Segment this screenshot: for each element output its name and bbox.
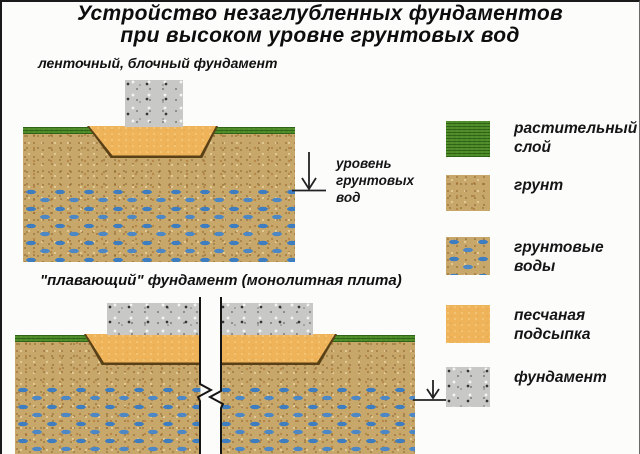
legend-swatch-soil: [446, 175, 490, 211]
legend-swatch-sand: [446, 305, 490, 343]
groundwater-zone: [23, 187, 295, 262]
water-level-arrow-2: [413, 380, 449, 401]
diagram2-floating-foundation: [15, 297, 415, 454]
legend-label-vegetation: растительный слой: [514, 120, 638, 156]
foundation-block: [125, 80, 183, 127]
water-level-arrow-1: [292, 152, 326, 192]
legend-label-foundation: фундамент: [514, 369, 607, 386]
legend-swatch-groundwater: [446, 237, 490, 275]
sand-bedding-outline: [87, 126, 218, 158]
legend-label-groundwater: грунтовые воды: [514, 239, 604, 275]
diagram2-caption: "плавающий" фундамент (монолитная плита): [40, 272, 402, 289]
water-level-label: уровень грунтовых вод: [336, 156, 415, 205]
break-symbol: [196, 297, 225, 454]
foundation-slab-right: [220, 303, 313, 335]
page-title-line1: Устройство незаглубленных фундаментов: [77, 2, 563, 25]
foundation-slab-left: [107, 303, 200, 335]
legend-swatch-foundation: [446, 367, 490, 407]
legend-swatch-vegetation: [446, 121, 490, 157]
diagram1-strip-foundation: [23, 78, 295, 262]
legend-label-sand: песчаная подсыпка: [514, 307, 591, 343]
legend-label-soil: грунт: [514, 177, 564, 194]
page-title-line2: при высоком уровне грунтовых вод: [120, 24, 520, 47]
diagram1-caption: ленточный, блочный фундамент: [38, 55, 278, 71]
sand-bedding: [89, 126, 216, 156]
page-title: Устройство незаглубленных фундаментов пр…: [0, 3, 640, 47]
